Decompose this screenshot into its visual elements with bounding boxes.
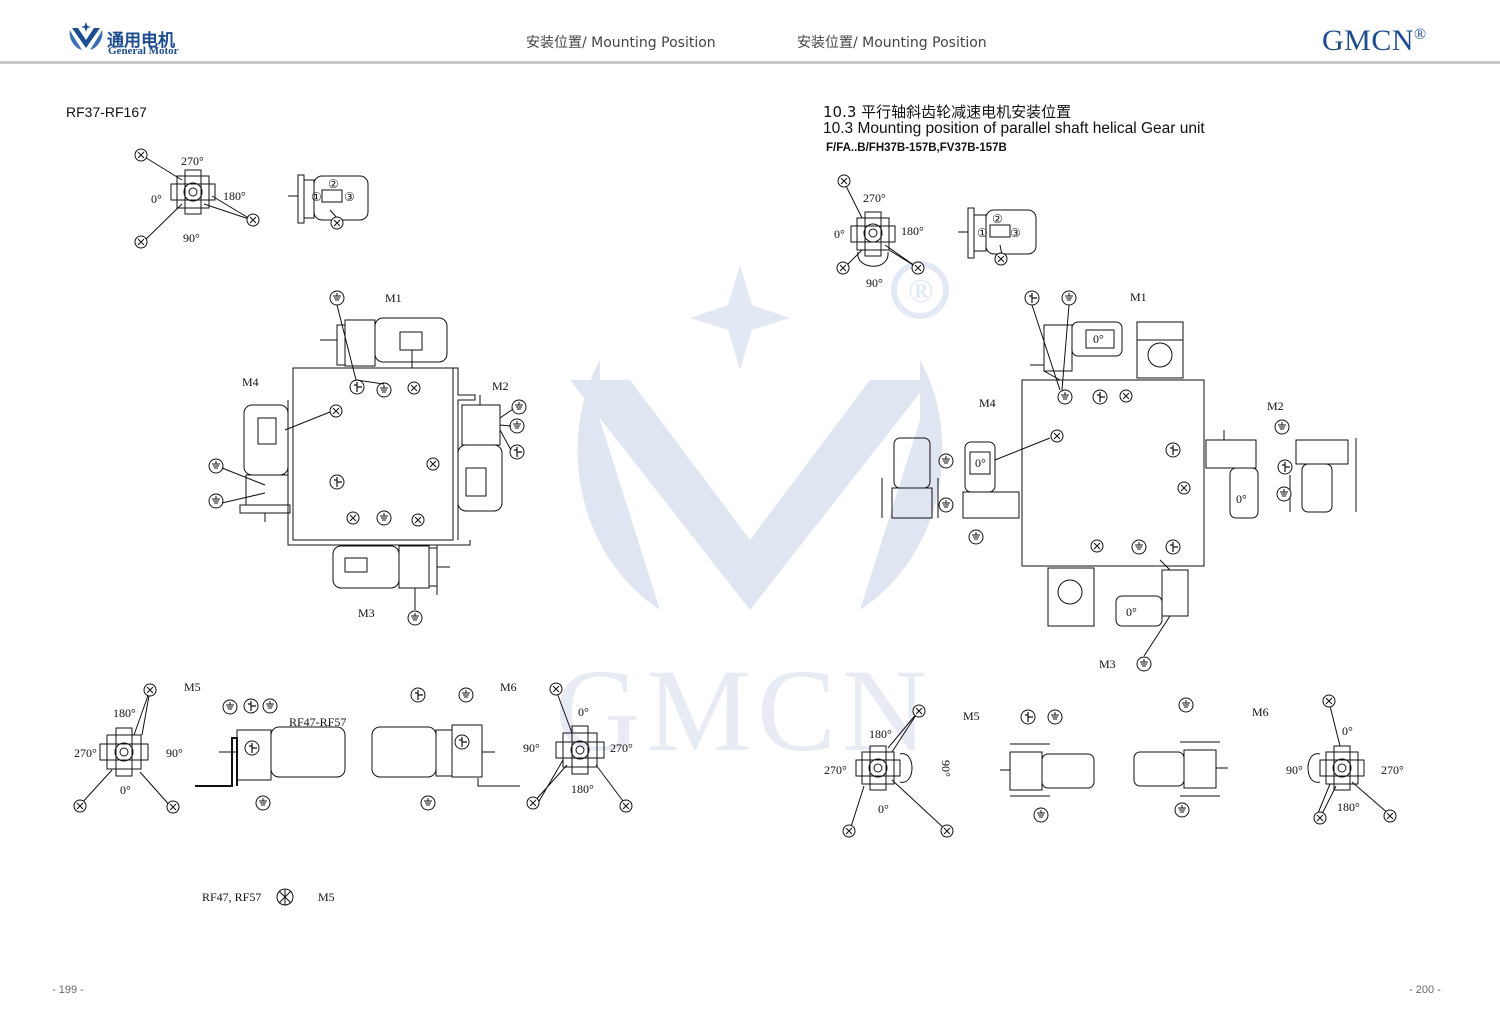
label-m5-left: M5: [184, 680, 201, 694]
r-angle-90: 90°: [866, 276, 883, 290]
motor-m2-right: [1205, 430, 1357, 519]
series-label: RF37-RF167: [66, 104, 147, 120]
m6-angle-180: 180°: [571, 782, 594, 796]
orientation-symbol-left: [142, 155, 253, 243]
label-m6-right: M6: [1252, 705, 1269, 719]
r-m5-angle-180: 180°: [869, 727, 892, 741]
motor-m3-left: [332, 545, 450, 595]
section-title-cn: 10.3 平行轴斜齿轮减速电机安装位置: [823, 103, 1072, 121]
watermark-mark: ®: [908, 273, 933, 310]
r-m5-angle-90: 90°: [939, 760, 953, 777]
r-m5-angle-270: 270°: [824, 763, 847, 777]
note-pos: M5: [318, 890, 335, 904]
angle-180: 180°: [223, 189, 246, 203]
angle-270: 270°: [181, 154, 204, 168]
label-m3-left: M3: [358, 606, 375, 620]
page-number-left: - 199 -: [52, 984, 84, 996]
side-view-small: [288, 174, 369, 224]
logo-name-cn: 通用电机: [107, 31, 175, 51]
r-m6-angle-270: 270°: [1381, 763, 1404, 777]
orientation-m5-left: [79, 689, 173, 809]
motor-m6-side-right: [1133, 741, 1228, 797]
m5-angle-90: 90°: [166, 746, 183, 760]
svg-text:③: ③: [344, 190, 355, 204]
motor-m6-side-left: [371, 724, 520, 787]
company-logo-icon: [69, 22, 103, 50]
housing-square-left: [287, 367, 476, 546]
svg-text:①: ①: [977, 226, 988, 240]
r-m6-angle-90: 90°: [1286, 763, 1303, 777]
motor-m2-left: [457, 395, 503, 512]
r-angle-270: 270°: [863, 191, 886, 205]
svg-text:②: ②: [992, 212, 1003, 226]
label-m6-left: M6: [500, 680, 517, 694]
label-m4-right: M4: [979, 396, 996, 410]
label-m2-right: M2: [1267, 399, 1284, 413]
svg-text:②: ②: [328, 177, 339, 191]
svg-text:0°: 0°: [975, 456, 986, 470]
r-m6-angle-180: 180°: [1337, 800, 1360, 814]
m6-angle-0: 0°: [578, 705, 589, 719]
angle-0: 0°: [151, 192, 162, 206]
side-view-small-right: [958, 207, 1037, 259]
header-title-left: 安装位置/ Mounting Position: [526, 35, 716, 51]
motor-m1-left: [320, 317, 448, 368]
rf-label: RF47-RF57: [289, 715, 346, 729]
orientation-m6-right: [1307, 701, 1391, 819]
orientation-m5-right: [849, 711, 947, 831]
svg-text:0°: 0°: [1236, 492, 1247, 506]
m6-angle-90: 90°: [523, 741, 540, 755]
angle-90: 90°: [183, 231, 200, 245]
brand-name: GMCN®: [1322, 24, 1427, 57]
logo-name-en: General Motor: [108, 45, 179, 57]
header-divider: [0, 61, 1500, 64]
r-angle-180: 180°: [901, 224, 924, 238]
svg-text:0°: 0°: [1093, 332, 1104, 346]
motor-m4-left: [239, 404, 331, 522]
motor-m1-right: [1030, 321, 1184, 381]
svg-text:0°: 0°: [1126, 605, 1137, 619]
m5-angle-270: 270°: [74, 746, 97, 760]
page-number-right: - 200 -: [1409, 984, 1441, 996]
note-models: RF47, RF57: [202, 890, 261, 904]
housing-square-right: [1021, 379, 1205, 567]
label-m1-left: M1: [385, 291, 402, 305]
motor-m4-right: [881, 437, 1051, 519]
section-title-en: 10.3 Mounting position of parallel shaft…: [823, 120, 1205, 137]
m5-angle-180: 180°: [113, 706, 136, 720]
svg-text:①: ①: [311, 190, 322, 204]
r-m6-angle-0: 0°: [1342, 724, 1353, 738]
watermark-text: GMCN: [555, 645, 933, 770]
orientation-symbol-right: [843, 181, 919, 269]
label-m2-left: M2: [492, 379, 509, 393]
svg-text:③: ③: [1010, 226, 1021, 240]
orientation-m6-left: [532, 689, 627, 806]
r-angle-0: 0°: [834, 227, 845, 241]
label-m5-right: M5: [963, 709, 980, 723]
motor-m3-right: [1047, 559, 1189, 627]
r-m5-angle-0: 0°: [878, 802, 889, 816]
motor-m5-side-right: [1000, 743, 1095, 797]
left-page-drawings: 270° 0° 180° 90° ② ① ③ M1 M4: [73, 148, 633, 906]
right-page-drawings: 270° 0° 180° 90° ② ① ③ M1 0° M4: [824, 174, 1404, 838]
watermark-logo: ® GMCN: [555, 261, 949, 770]
m6-angle-270: 270°: [610, 741, 633, 755]
motor-m5-side-left: [195, 726, 346, 787]
label-m4-left: M4: [242, 375, 259, 389]
header-title-right: 安装位置/ Mounting Position: [797, 35, 987, 51]
note-symbol-icon: [276, 888, 294, 906]
label-m1-right: M1: [1130, 290, 1147, 304]
label-m3-right: M3: [1099, 657, 1116, 671]
section-subtitle: F/FA..B/FH37B-157B,FV37B-157B: [826, 142, 1007, 154]
m5-angle-0: 0°: [120, 783, 131, 797]
